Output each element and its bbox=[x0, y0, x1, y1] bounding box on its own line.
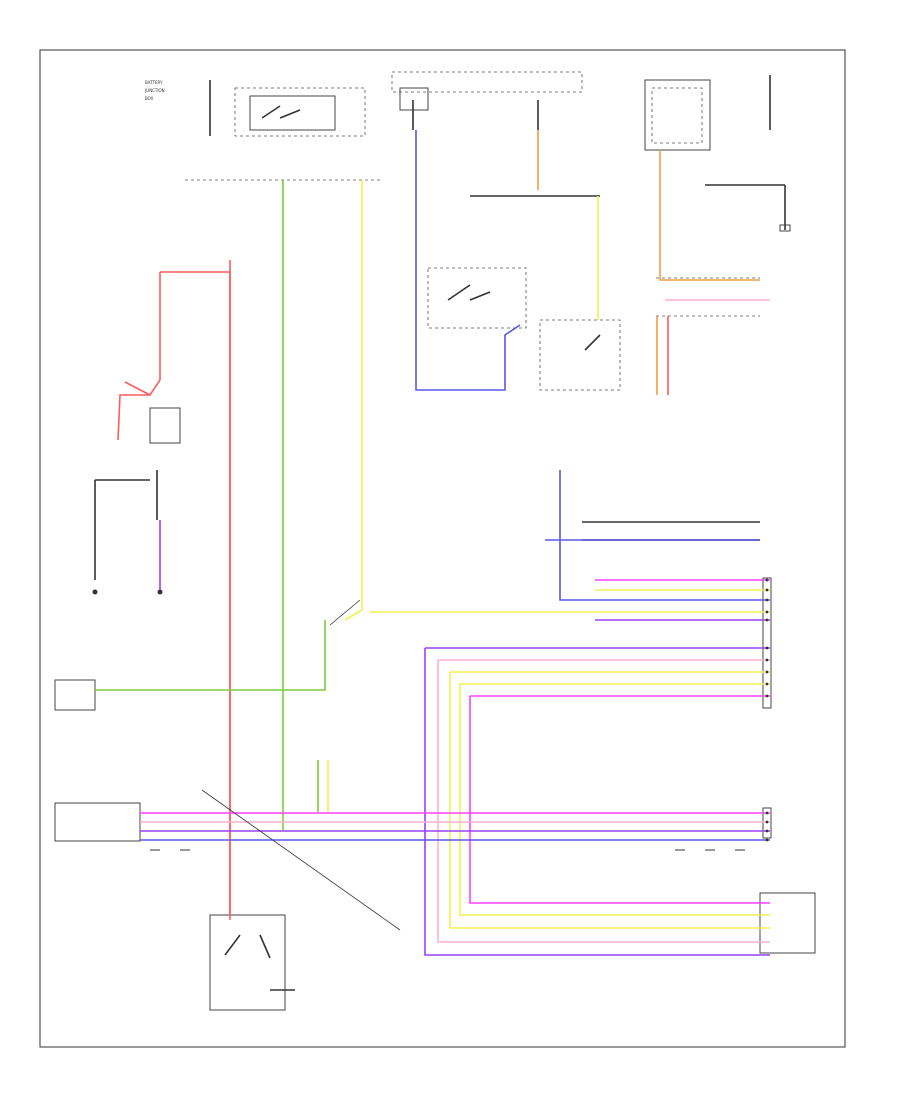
svg-text:JUNCTION: JUNCTION bbox=[144, 88, 165, 93]
run-relay-group bbox=[391, 71, 621, 391]
pin-dots bbox=[765, 578, 769, 842]
right-connectors bbox=[644, 75, 791, 317]
yellow-wire bbox=[344, 180, 363, 621]
green-wire-branch bbox=[95, 620, 326, 691]
accessory-box bbox=[54, 679, 96, 711]
red-wire bbox=[160, 271, 231, 920]
left-relay-stack bbox=[92, 407, 181, 595]
svg-text:BATTERY: BATTERY bbox=[145, 80, 163, 85]
selector-module bbox=[54, 802, 141, 842]
blue-wire bbox=[415, 130, 521, 391]
diagram-frame bbox=[39, 49, 846, 1048]
right-modules bbox=[582, 521, 816, 954]
red-wire-branch bbox=[117, 272, 161, 441]
battery-junction-box: BATTERY JUNCTION BOX bbox=[144, 80, 380, 181]
svg-text:BOX: BOX bbox=[145, 96, 154, 101]
